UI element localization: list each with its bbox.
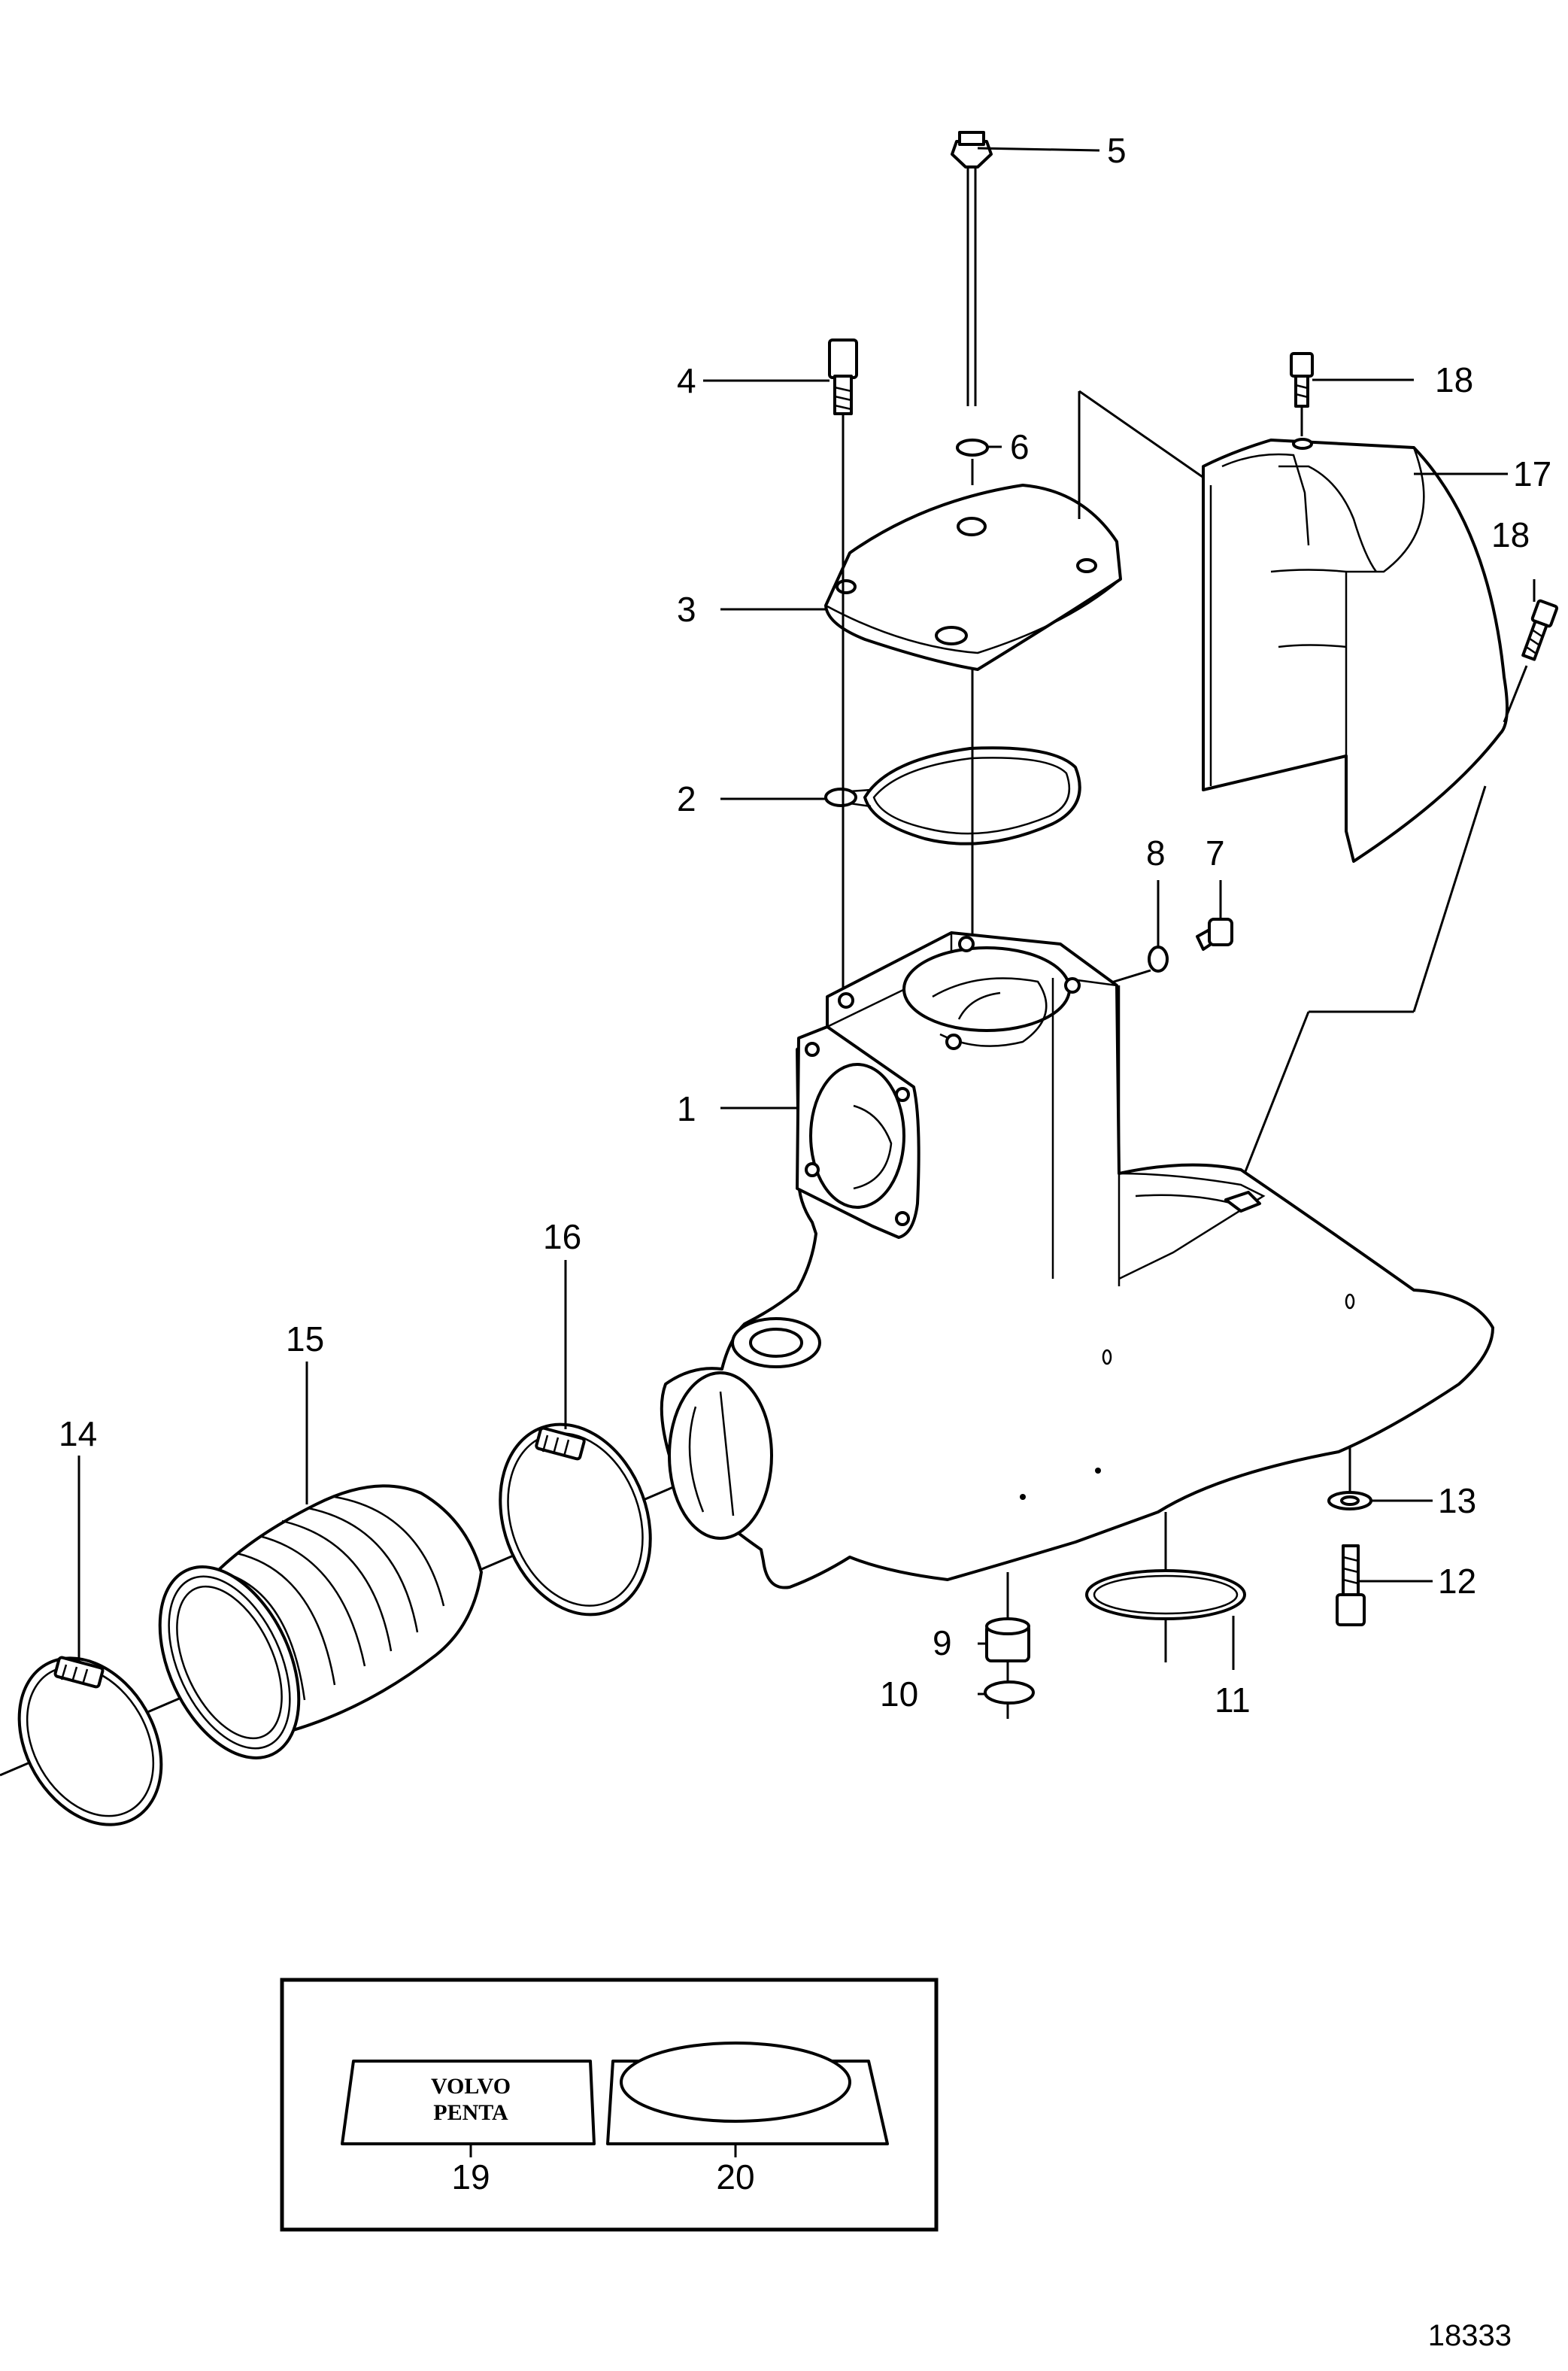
part-17-cover-shield — [1202, 438, 1509, 863]
part-18-side-screw — [1521, 599, 1559, 661]
part-13-washer — [1327, 1491, 1372, 1510]
part-1-drive-housing — [660, 931, 1494, 1589]
callout-10: 10 — [880, 1674, 918, 1714]
callout-12: 12 — [1438, 1562, 1476, 1601]
callout-9: 9 — [933, 1623, 952, 1662]
decal-logo-line2: PENTA — [433, 2100, 508, 2125]
callout-18-top: 18 — [1435, 360, 1473, 399]
callout-16: 16 — [543, 1217, 581, 1256]
part-15-bellows — [158, 1484, 483, 1759]
part-6-o-ring — [956, 439, 989, 457]
callout-11: 11 — [1215, 1680, 1251, 1720]
callout-17: 17 — [1513, 454, 1551, 493]
callout-18-side: 18 — [1491, 515, 1530, 554]
callout-1: 1 — [677, 1089, 696, 1128]
part-11-o-ring — [1085, 1569, 1246, 1620]
part-16-hose-clamp — [499, 1422, 652, 1617]
part-9-bushing — [985, 1617, 1030, 1662]
callout-13: 13 — [1438, 1481, 1476, 1520]
callout-labels: 1 2 3 4 5 6 7 8 9 10 11 12 13 14 15 16 1… — [59, 131, 1551, 1720]
part-14-hose-clamp — [17, 1656, 163, 1826]
callout-20: 20 — [716, 2157, 754, 2196]
part-18-top-screw — [1290, 352, 1314, 436]
leader-lines — [77, 147, 1536, 1696]
part-5-dipstick — [951, 131, 993, 406]
part-12-screw — [1336, 1544, 1366, 1626]
part-19-decal: VOLVO PENTA — [341, 2060, 596, 2157]
callout-5: 5 — [1107, 131, 1127, 170]
callout-8: 8 — [1146, 833, 1166, 873]
callout-6: 6 — [1010, 427, 1030, 466]
part-20-decal — [606, 2042, 889, 2157]
callout-15: 15 — [286, 1319, 324, 1359]
part-7-plug — [1196, 918, 1233, 951]
callout-2: 2 — [677, 779, 696, 818]
part-2-gasket — [824, 746, 1081, 845]
callout-3: 3 — [677, 590, 696, 629]
figure-number: 18333 — [1428, 2319, 1512, 2352]
part-4-screw — [828, 338, 858, 415]
callout-4: 4 — [677, 361, 696, 400]
part-8-o-ring — [1148, 946, 1169, 973]
part-3-top-cover — [824, 484, 1122, 671]
callout-19: 19 — [451, 2157, 490, 2196]
part-10-o-ring — [984, 1680, 1035, 1705]
decal-logo-line1: VOLVO — [431, 2074, 511, 2099]
callout-14: 14 — [59, 1414, 97, 1453]
inset-box: VOLVO PENTA 19 20 — [280, 1978, 939, 2232]
callout-7: 7 — [1206, 833, 1225, 873]
